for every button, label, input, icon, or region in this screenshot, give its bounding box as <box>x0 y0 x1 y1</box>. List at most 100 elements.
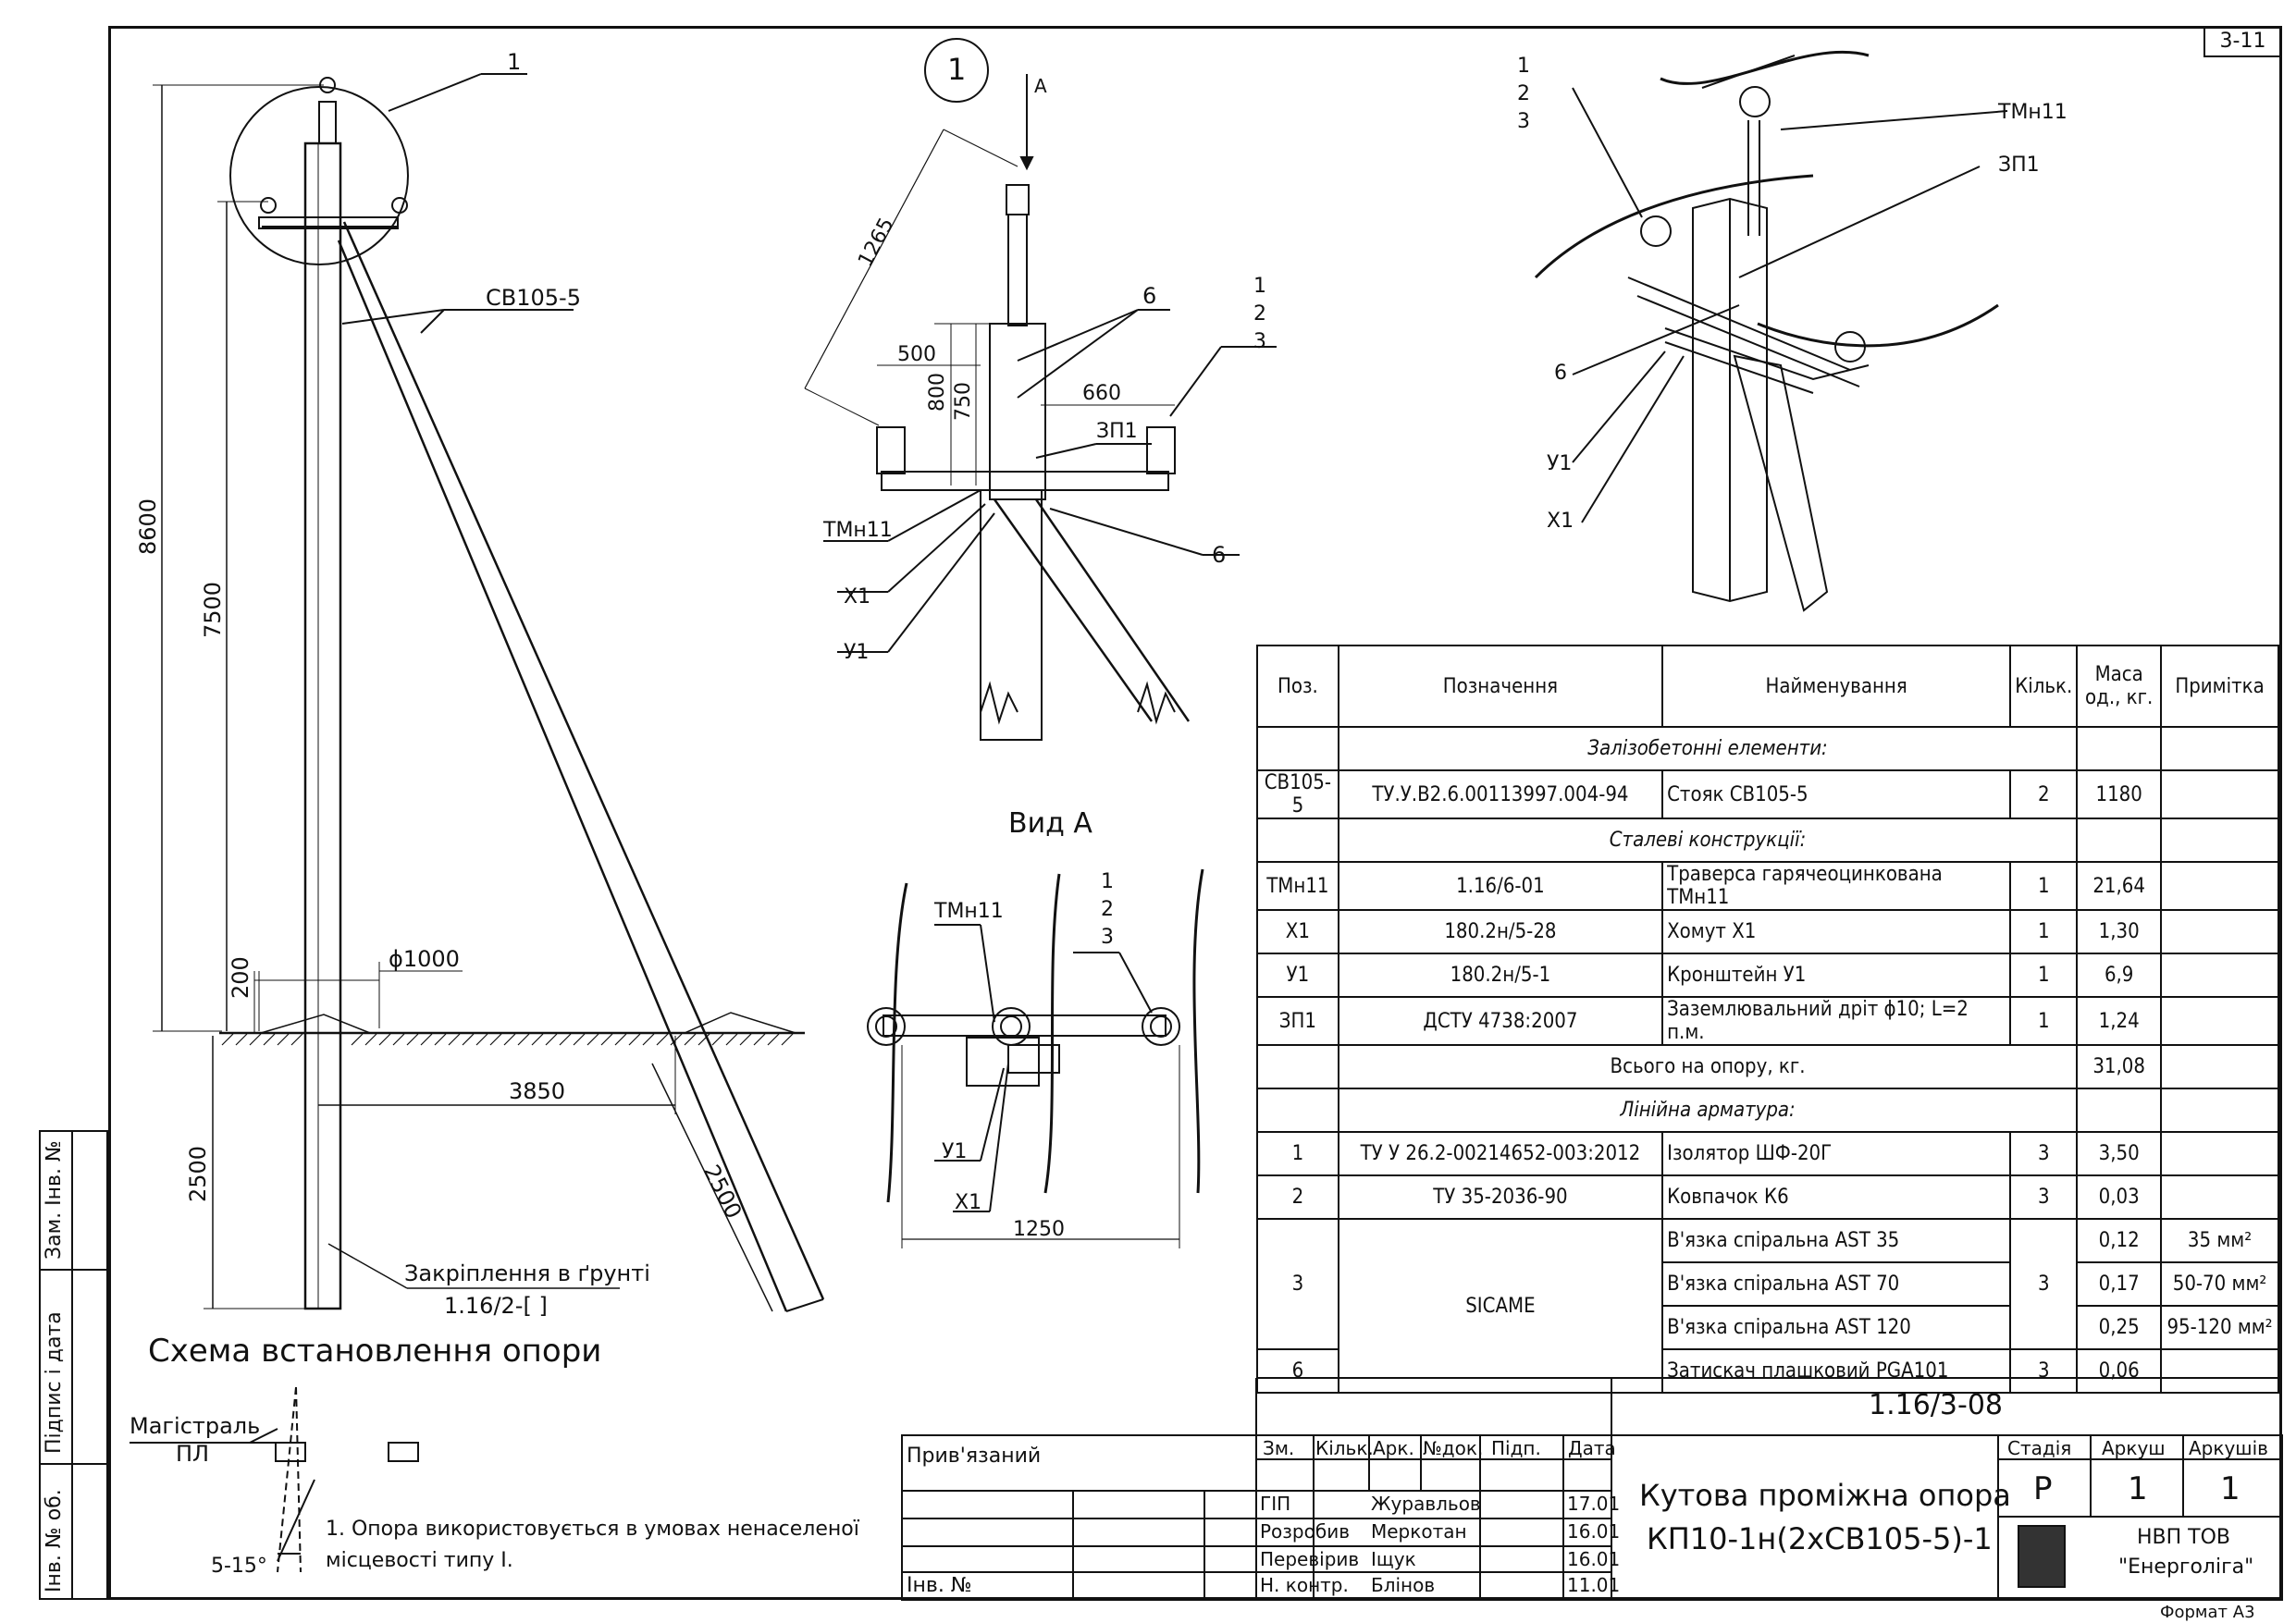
role-rozrobyv: Розробив <box>1260 1520 1350 1543</box>
label-tmn11: ТМн11 <box>822 519 893 542</box>
arkushiv-value: 1 <box>2220 1470 2240 1507</box>
cell: 3 <box>2009 1131 2079 1176</box>
role-gip: ГІП <box>1260 1493 1291 1515</box>
arkushiv-header: Аркушів <box>2189 1437 2268 1459</box>
cell: 180.2н/5-28 <box>1337 909 1664 954</box>
cell: SICAME <box>1337 1218 1664 1394</box>
label-x1: Х1 <box>844 585 870 609</box>
view-a-stack-1: 1 <box>1101 870 1114 893</box>
cell: 21,64 <box>2076 861 2163 911</box>
title-line-2: КП10-1н(2хСВ105-5)-1 <box>1647 1521 1993 1556</box>
view-a-dim-1250: 1250 <box>1013 1218 1065 1241</box>
cell: В'язка спіральна AST 120 <box>1661 1305 2012 1350</box>
label-6b: 6 <box>1212 542 1226 568</box>
col-head-pidp: Підп. <box>1491 1437 1541 1459</box>
cell: СВ105-5 <box>1256 769 1339 819</box>
title-line-1: Кутова проміжна опора <box>1639 1478 2011 1513</box>
table-row: 6 Затискач плашковий PGA101 3 0,06 <box>1256 1348 2279 1394</box>
iso-stack-1: 1 <box>1517 55 1530 78</box>
detail-circle-label: 1 <box>947 52 966 87</box>
view-a-u1: У1 <box>942 1140 967 1163</box>
dim-7500: 7500 <box>200 582 226 638</box>
cell: 2 <box>1256 1174 1339 1220</box>
detail-stack-1: 1 <box>1253 275 1266 298</box>
cell: 0,17 <box>2076 1261 2163 1307</box>
view-a-stack-2: 2 <box>1101 898 1114 921</box>
label-u1: У1 <box>844 641 869 664</box>
date-pereviryv: 16.01 <box>1567 1548 1621 1570</box>
format-label: Формат А3 <box>2160 1603 2255 1622</box>
section-concrete: Залізобетонні елементи: <box>1337 726 2079 771</box>
isometric-drawing <box>1534 50 2008 612</box>
label-zp1: ЗП1 <box>1096 420 1138 443</box>
arkush-header: Аркуш <box>2102 1437 2166 1459</box>
col-head-data: Дата <box>1568 1437 1616 1459</box>
label-6a: 6 <box>1142 283 1156 309</box>
sheet-code-box: 3-11 <box>2203 26 2282 57</box>
dim-750: 750 <box>952 382 975 421</box>
spec-header-row: Поз. Позначення Найменування Кільк. Маса… <box>1256 645 2279 728</box>
fixing-ref: 1.16/2-[ ] <box>444 1293 548 1319</box>
cell: У1 <box>1256 953 1339 998</box>
cell: В'язка спіральна AST 70 <box>1661 1261 2012 1307</box>
cell: 2 <box>2009 769 2079 819</box>
total-value: 31,08 <box>2076 1044 2163 1089</box>
dim-1265: 1265 <box>854 215 898 271</box>
main-pole-drawing <box>153 73 825 1312</box>
date-rozrobyv: 16.01 <box>1567 1520 1621 1543</box>
view-a-tmn11: ТМн11 <box>933 900 1004 923</box>
cell: 1 <box>1256 1131 1339 1176</box>
detail-stack-3: 3 <box>1253 330 1266 353</box>
pole-label: СВ105-5 <box>486 285 581 311</box>
cell: В'язка спіральна AST 35 <box>1661 1218 2012 1263</box>
fixing-label: Закріплення в ґрунті <box>404 1260 650 1286</box>
cell: Х1 <box>1256 909 1339 954</box>
hdr-name: Найменування <box>1661 645 2012 728</box>
cell: 1,30 <box>2076 909 2163 954</box>
name-nkontr: Блінов <box>1371 1574 1436 1596</box>
cell: Хомут Х1 <box>1661 909 2012 954</box>
left-stamp: Зам. Інв. № Підпис і дата Інв. № об. <box>39 1130 108 1600</box>
hdr-mass: Маса од., кг. <box>2076 645 2163 728</box>
date-gip: 17.01 <box>1567 1493 1621 1515</box>
cell: 0,06 <box>2076 1348 2163 1394</box>
col-head-zm: Зм. <box>1263 1437 1295 1459</box>
scheme-pl: ПЛ <box>176 1441 209 1467</box>
cell: ТУ У 26.2-00214652-003:2012 <box>1337 1131 1664 1176</box>
view-a-x1: Х1 <box>955 1191 981 1214</box>
scheme-note-2: місцевості типу І. <box>326 1549 513 1572</box>
col-head-ark: Арк. <box>1373 1437 1414 1459</box>
cell: ТМн11 <box>1256 861 1339 911</box>
specification-table: Поз. Позначення Найменування Кільк. Маса… <box>1256 645 2279 1394</box>
cell: 50-70 мм² <box>2160 1261 2279 1307</box>
iso-x1: Х1 <box>1547 510 1574 533</box>
cell: 1.16/6-01 <box>1337 861 1664 911</box>
hdr-note: Примітка <box>2160 645 2279 728</box>
iso-stack-3: 3 <box>1517 110 1530 133</box>
cell: Затискач плашковий PGA101 <box>1661 1348 2012 1394</box>
table-row: В'язка спіральна AST 120 0,25 95-120 мм² <box>1257 1305 2279 1350</box>
cell: ДСТУ 4738:2007 <box>1337 996 1664 1046</box>
dim-2500-strut: 2500 <box>698 1161 747 1223</box>
detail-1-drawing <box>804 38 1277 741</box>
view-a-stack-3: 3 <box>1101 926 1114 949</box>
arkush-value: 1 <box>2128 1470 2148 1507</box>
name-gip: Журавльов <box>1371 1493 1481 1515</box>
cell: 6,9 <box>2076 953 2163 998</box>
view-a-drawing <box>867 868 1204 1248</box>
cell: 3,50 <box>2076 1131 2163 1176</box>
dim-200: 200 <box>228 956 253 999</box>
company-line-2: "Енерголіга" <box>2118 1555 2254 1579</box>
total-label: Всього на опору, кг. <box>1337 1044 2079 1089</box>
cell: 1 <box>2009 909 2079 954</box>
role-pereviryv: Перевірив <box>1260 1548 1360 1570</box>
cell: ТУ.У.В2.6.00113997.004-94 <box>1337 769 1664 819</box>
scheme-note: 1. Опора використовується в умовах ненас… <box>326 1518 860 1541</box>
iso-zp1: ЗП1 <box>1998 154 2040 177</box>
hdr-pos: Поз. <box>1256 645 1339 728</box>
cell: Заземлювальний дріт ϕ10; L=2 п.м. <box>1661 996 2012 1046</box>
